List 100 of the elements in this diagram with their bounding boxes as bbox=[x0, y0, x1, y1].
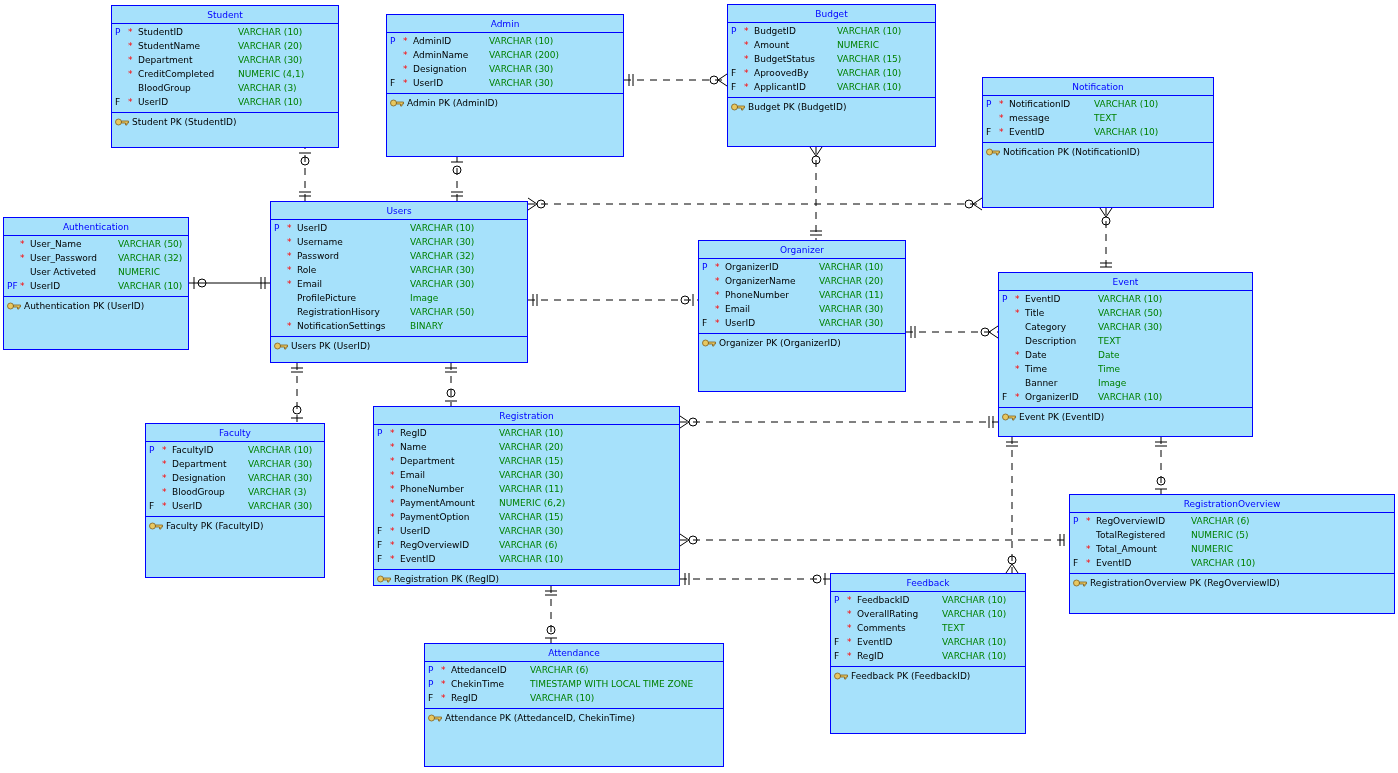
required-mark: * bbox=[390, 441, 395, 453]
column-name: Date bbox=[1025, 349, 1047, 361]
data-type: VARCHAR (10) bbox=[499, 553, 564, 565]
key-marker: P bbox=[274, 222, 280, 234]
required-mark: * bbox=[287, 250, 292, 262]
key-marker: F bbox=[428, 692, 434, 704]
data-type: VARCHAR (30) bbox=[499, 525, 564, 537]
required-mark: * bbox=[390, 525, 395, 537]
data-type: VARCHAR (10) bbox=[238, 96, 303, 108]
data-type: VARCHAR (30) bbox=[248, 472, 313, 484]
required-mark: * bbox=[441, 692, 446, 704]
column-name: EventID bbox=[857, 636, 893, 648]
key-marker: F bbox=[834, 650, 840, 662]
table-title: Notification bbox=[1071, 81, 1125, 93]
column-name: NotificationID bbox=[1009, 98, 1071, 110]
required-mark: * bbox=[390, 497, 395, 509]
column-name: UserID bbox=[400, 525, 431, 537]
table-title: Admin bbox=[489, 18, 521, 30]
column-name: Designation bbox=[413, 63, 467, 75]
data-type: VARCHAR (10) bbox=[942, 594, 1007, 606]
required-mark: * bbox=[390, 553, 395, 565]
required-mark: * bbox=[128, 96, 133, 108]
column-name: OrganizerID bbox=[1025, 391, 1079, 403]
key-marker: P bbox=[428, 664, 434, 676]
column-name: UserID bbox=[413, 77, 444, 89]
required-mark: * bbox=[20, 280, 25, 292]
data-type: NUMERIC (4,1) bbox=[238, 68, 305, 80]
required-mark: * bbox=[715, 275, 720, 287]
column-name: BloodGroup bbox=[138, 82, 191, 94]
required-mark: * bbox=[1015, 349, 1020, 361]
column-name: Amount bbox=[754, 39, 790, 51]
data-type: VARCHAR (30) bbox=[238, 54, 303, 66]
column-name: EventID bbox=[1009, 126, 1045, 138]
column-name: OverallRating bbox=[857, 608, 919, 620]
key-marker: F bbox=[986, 126, 992, 138]
data-type: Image bbox=[1098, 377, 1127, 389]
data-type: VARCHAR (10) bbox=[837, 67, 902, 79]
required-mark: * bbox=[744, 39, 749, 51]
required-mark: * bbox=[403, 63, 408, 75]
column-name: AdminID bbox=[413, 35, 452, 47]
column-name: AttedanceID bbox=[451, 664, 507, 676]
column-name: PaymentAmount bbox=[400, 497, 475, 509]
relationship-line bbox=[298, 147, 312, 202]
data-type: VARCHAR (32) bbox=[118, 252, 183, 264]
column-name: EventID bbox=[1025, 293, 1061, 305]
required-mark: * bbox=[1086, 515, 1091, 527]
key-marker: PF bbox=[7, 280, 18, 292]
column-name: Name bbox=[400, 441, 427, 453]
table-title: Organizer bbox=[779, 244, 825, 256]
column-name: RegistrationHisory bbox=[297, 306, 380, 318]
column-name: PhoneNumber bbox=[400, 483, 465, 495]
required-mark: * bbox=[744, 25, 749, 37]
data-type: VARCHAR (10) bbox=[248, 444, 313, 456]
key-marker: F bbox=[390, 77, 396, 89]
entity-table bbox=[830, 573, 1026, 734]
key-marker: F bbox=[377, 539, 383, 551]
data-type: NUMERIC bbox=[1191, 543, 1233, 555]
data-type: VARCHAR (30) bbox=[489, 77, 554, 89]
key-marker: P bbox=[115, 26, 121, 38]
key-marker: F bbox=[149, 500, 155, 512]
required-mark: * bbox=[20, 238, 25, 250]
key-marker: P bbox=[1073, 515, 1079, 527]
data-type: VARCHAR (15) bbox=[499, 511, 564, 523]
data-type: TEXT bbox=[942, 622, 965, 634]
column-name: StudentName bbox=[138, 40, 200, 52]
column-name: Banner bbox=[1025, 377, 1058, 389]
data-type: VARCHAR (50) bbox=[1098, 307, 1163, 319]
data-type: VARCHAR (6) bbox=[530, 664, 589, 676]
column-name: RegOverviewID bbox=[1096, 515, 1166, 527]
column-name: OrganizerID bbox=[725, 261, 779, 273]
required-mark: * bbox=[390, 511, 395, 523]
relationship-line bbox=[1005, 436, 1019, 574]
key-marker: P bbox=[377, 427, 383, 439]
data-type: VARCHAR (10) bbox=[499, 427, 564, 439]
column-name: User_Name bbox=[30, 238, 82, 250]
column-name: Description bbox=[1025, 335, 1077, 347]
column-name: ProfilePicture bbox=[297, 292, 356, 304]
data-type: VARCHAR (11) bbox=[499, 483, 564, 495]
required-mark: * bbox=[390, 427, 395, 439]
data-type: VARCHAR (50) bbox=[410, 306, 475, 318]
required-mark: * bbox=[744, 53, 749, 65]
primary-key-label: Users PK (UserID) bbox=[291, 340, 371, 352]
column-name: StudentID bbox=[138, 26, 183, 38]
required-mark: * bbox=[128, 54, 133, 66]
key-marker: F bbox=[834, 636, 840, 648]
required-mark: * bbox=[390, 469, 395, 481]
primary-key-label: Notification PK (NotificationID) bbox=[1003, 146, 1140, 158]
required-mark: * bbox=[1015, 363, 1020, 375]
entity-table bbox=[111, 5, 339, 148]
primary-key-label: Faculty PK (FacultyID) bbox=[166, 520, 264, 532]
data-type: VARCHAR (15) bbox=[499, 455, 564, 467]
key-marker: F bbox=[1002, 391, 1008, 403]
primary-key-label: Registration PK (RegID) bbox=[394, 573, 500, 585]
relationship-line bbox=[544, 585, 558, 644]
required-mark: * bbox=[403, 49, 408, 61]
table-title: Budget bbox=[814, 8, 849, 20]
column-name: OrganizerName bbox=[725, 275, 796, 287]
data-type: VARCHAR (6) bbox=[499, 539, 558, 551]
table-title: Registration bbox=[498, 410, 555, 422]
data-type: VARCHAR (10) bbox=[238, 26, 303, 38]
